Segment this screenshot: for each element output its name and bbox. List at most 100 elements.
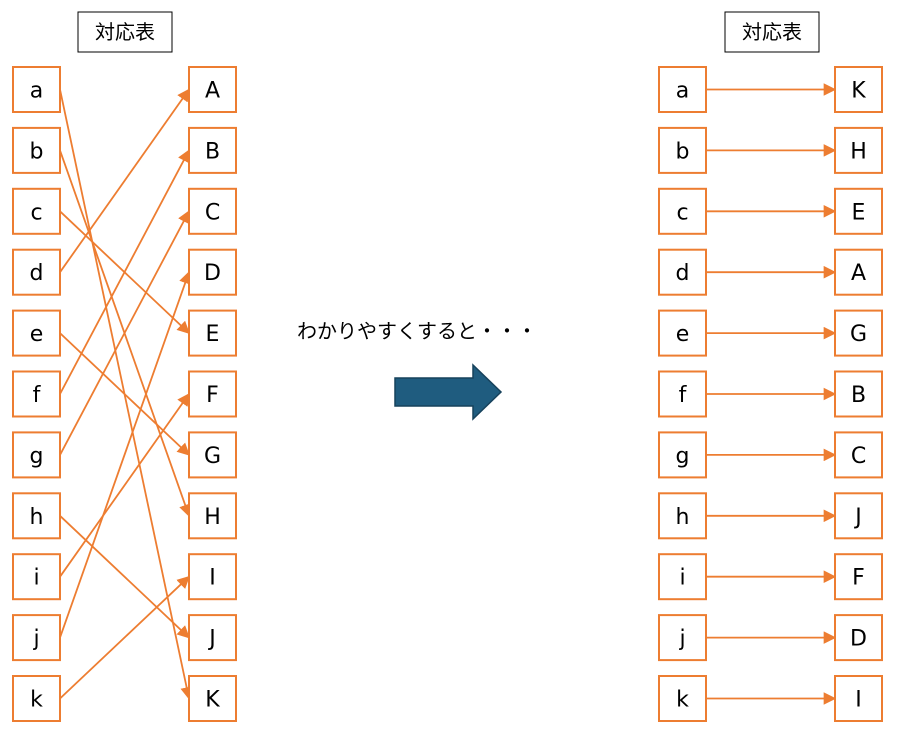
right-target-column: K H E A G B C JF D I [834,66,883,722]
left-source-box-i-label: i [33,566,39,591]
right-target-box-B-label: B [851,383,866,408]
left-target-box-C: C [188,187,237,235]
left-source-box-d: d [12,248,61,296]
left-source-box-g: g [12,431,61,479]
caption-text: わかりやすくすると・・・ [297,319,537,343]
right-title: 対応表 [724,11,820,53]
right-arrow-icon [394,363,503,421]
right-target-box-C-label: C [851,444,866,469]
left-source-box-b-label: b [30,139,44,164]
right-target-box-D: D [834,614,883,662]
left-target-box-H: H [188,492,237,540]
right-target-box-A: A [834,248,883,296]
right-target-box-H: H [834,126,883,174]
left-source-box-a-label: a [30,79,43,104]
right-connectors [706,83,837,705]
left-target-box-K: K [188,675,237,722]
right-source-box-g-label: g [676,444,690,469]
right-target-box-F: F [834,553,883,601]
left-source-column: a b c d e f g h i j k [12,66,61,722]
left-target-box-K-label: K [205,688,220,713]
left-source-box-d-label: d [30,261,44,286]
right-target-box-I: I [834,675,883,722]
left-connector-e-G [59,332,190,456]
left-source-box-g-label: g [30,444,44,469]
right-target-box-K-label: K [851,79,866,104]
right-source-box-a-label: a [676,79,689,104]
right-target-box-A-label: A [851,261,866,286]
right-source-box-b-label: b [676,139,690,164]
left-connector-d-A [59,88,190,273]
left-target-box-F-label: F [206,383,219,408]
left-connectors [59,88,193,700]
right-source-box-i: i [658,553,707,601]
right-source-box-g: g [658,431,707,479]
left-connector-h-J [59,515,190,639]
left-target-box-J-label: J [207,627,216,652]
right-source-box-k-label: k [676,688,689,713]
left-source-box-a: a [12,66,61,113]
left-source-box-b: b [12,126,61,174]
right-target-box-C: C [834,431,883,479]
left-title: 対応表 [77,11,173,53]
left-source-box-k: k [12,675,61,722]
right-source-box-e-label: e [676,322,690,347]
left-target-box-B: B [188,126,237,174]
left-target-box-C-label: C [205,200,220,225]
right-target-box-E: E [834,187,883,235]
left-connector-g-C [59,210,190,456]
left-source-box-c: c [12,187,61,235]
left-target-box-E: E [188,309,237,357]
left-target-column: A B C DE F G H I J K [188,66,237,722]
left-source-box-f: f [12,370,61,418]
left-source-box-e: e [12,309,61,357]
left-source-box-i: i [12,553,61,601]
left-connector-i-F [59,392,190,578]
right-source-column: a b c d e f g h i j k [658,66,707,722]
right-source-box-i-label: i [679,566,685,591]
left-target-box-B-label: B [205,139,220,164]
right-target-box-G-label: G [850,322,867,347]
right-source-box-h-label: h [676,505,690,530]
right-target-box-G: G [834,309,883,357]
right-target-box-D-label: D [850,627,867,652]
left-target-box-G-label: G [204,444,221,469]
right-source-box-d-label: d [676,261,690,286]
left-source-box-c-label: c [30,200,42,225]
left-target-box-A-label: A [205,79,220,104]
left-connector-k-I [59,575,190,700]
right-target-box-E-label: E [852,200,866,225]
right-source-box-h: h [658,492,707,540]
left-target-box-D-label: D [204,261,221,286]
left-source-box-j-label: j [32,627,39,652]
left-target-box-H-label: H [204,505,221,530]
right-title-text: 対応表 [742,20,802,44]
right-source-box-e: e [658,309,707,357]
right-target-box-B: B [834,370,883,418]
left-target-box-J: J [188,614,237,662]
left-target-box-D: D [188,248,237,296]
right-source-box-c-label: c [676,200,688,225]
right-source-box-c: c [658,187,707,235]
right-source-box-a: a [658,66,707,113]
left-source-box-h-label: h [30,505,44,530]
right-target-box-I-label: I [855,688,862,713]
right-target-box-J-label: J [853,505,862,530]
left-connector-j-D [59,271,192,638]
left-source-box-e-label: e [30,322,44,347]
left-source-box-h: h [12,492,61,540]
right-source-box-f-label: f [679,383,688,408]
left-source-box-k-label: k [30,688,43,713]
right-source-box-j: j [658,614,707,662]
right-source-box-d: d [658,248,707,296]
left-target-box-I-label: I [209,566,216,591]
right-target-box-J: J [834,492,883,540]
right-target-box-H-label: H [850,139,867,164]
left-source-box-j: j [12,614,61,662]
left-target-box-I: I [188,553,237,601]
left-title-text: 対応表 [95,20,155,44]
right-source-box-j-label: j [678,627,685,652]
left-source-box-f-label: f [33,383,42,408]
left-target-box-A: A [188,66,237,113]
